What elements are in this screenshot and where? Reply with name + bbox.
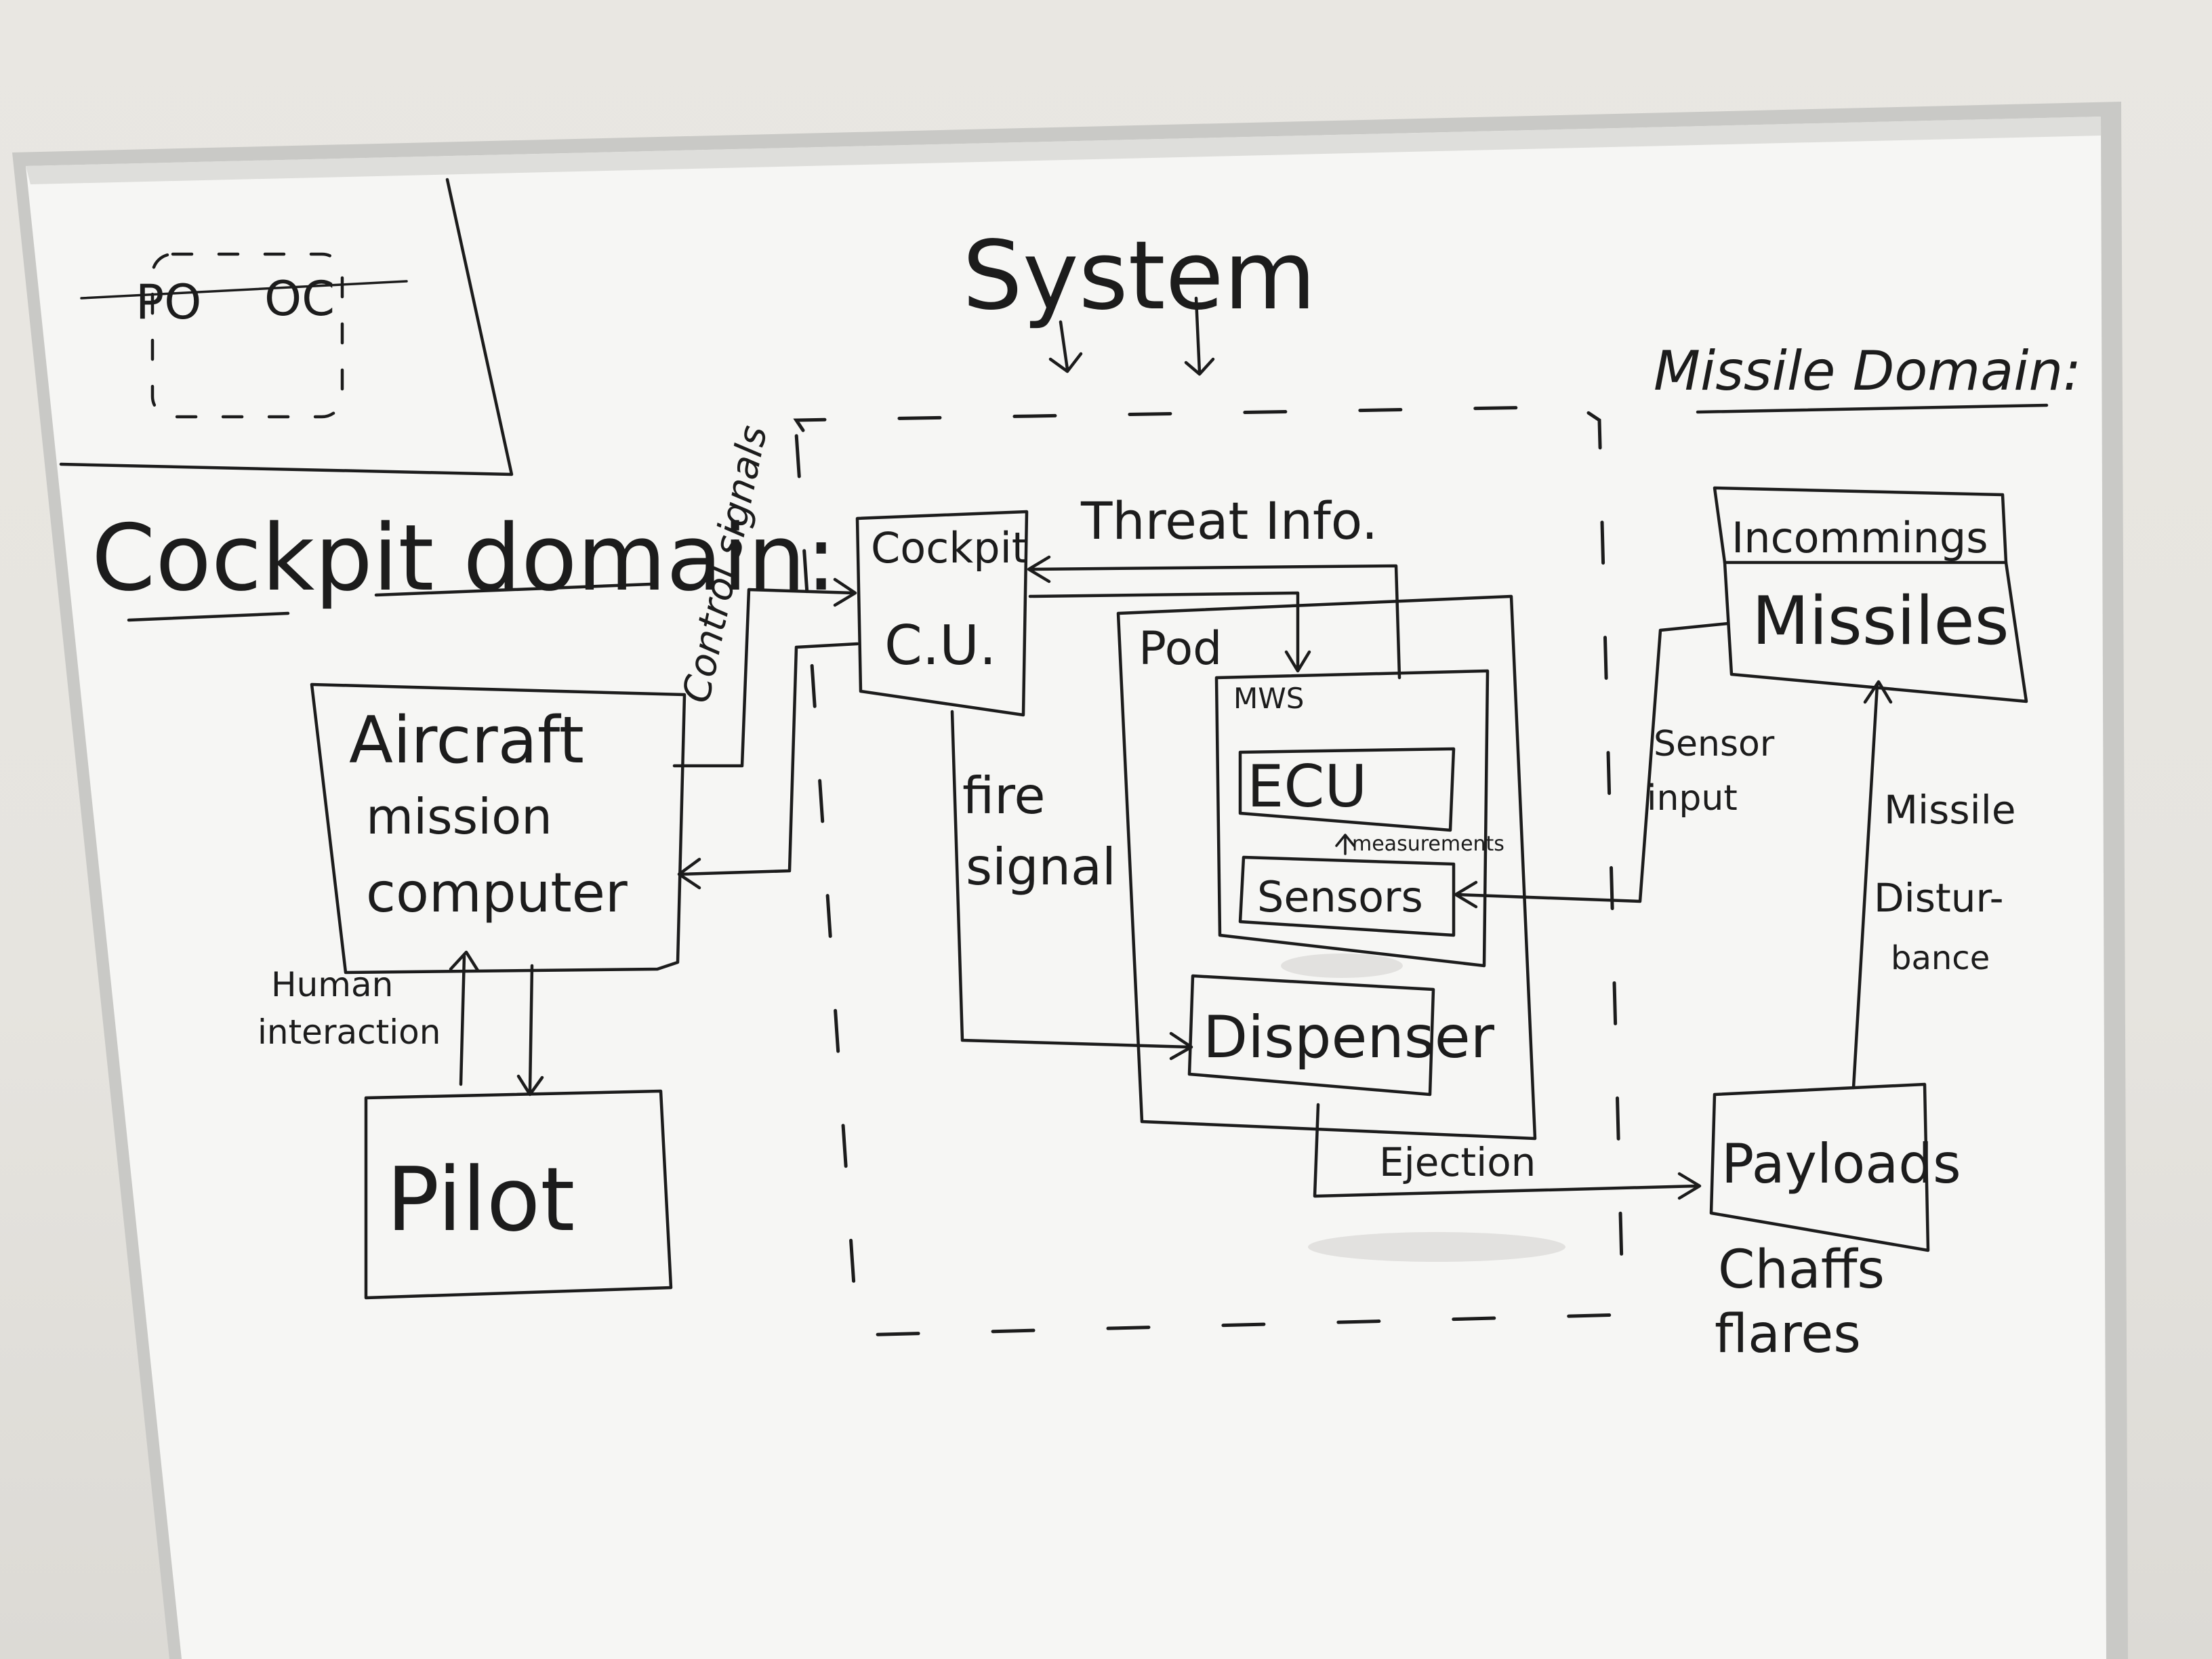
- smudge: [1308, 1232, 1565, 1262]
- sketch-label-po: PO: [136, 274, 201, 330]
- cockpit-cu-box: Cockpit C.U.: [855, 510, 1029, 717]
- system-boundary: [793, 405, 1625, 1337]
- aircraft-mission-computer-box: Aircraft mission computer: [310, 682, 687, 975]
- arrow-pilot-to-amc: [449, 950, 480, 1086]
- mws-box: MWS: [1214, 669, 1490, 968]
- missiles-label: Missiles: [1752, 583, 2009, 660]
- missile-disturbance-line-3: bance: [1891, 939, 1990, 977]
- sensor-input-line-1: Sensor: [1654, 724, 1775, 764]
- ecu-label: ECU: [1247, 753, 1367, 821]
- arrow-missile-disturbance: [1851, 680, 1893, 1090]
- dispenser-box: Dispenser: [1187, 974, 1495, 1097]
- amc-line-1: Aircraft: [349, 703, 584, 778]
- pilot-box: Pilot: [364, 1089, 673, 1300]
- fire-signal-line-2: signal: [966, 837, 1116, 897]
- pod-label: Pod: [1139, 622, 1222, 676]
- smudge: [1281, 954, 1403, 978]
- missiles-box: Incommings Missiles: [1713, 486, 2028, 703]
- amc-line-2: mission: [366, 788, 552, 845]
- cockpit-cu-line-1: Cockpit: [871, 523, 1028, 573]
- fire-signal-line-1: fire: [962, 766, 1046, 825]
- arrow-cockpit-cu-to-mws: [1028, 591, 1311, 673]
- whiteboard-frame: [12, 102, 2128, 1659]
- missile-domain-underline: [1696, 403, 2049, 414]
- threat-info-label: Threat Info.: [1080, 491, 1378, 551]
- measurements-label: measurements: [1352, 832, 1504, 856]
- sensors-box: Sensors: [1238, 855, 1456, 937]
- cockpit-domain-underline: [127, 582, 653, 622]
- cockpit-domain-label: Cockpit domain:: [91, 505, 836, 611]
- arrow-threat-info: [1027, 555, 1401, 680]
- payload-type-flares: flares: [1715, 1304, 1861, 1365]
- sensors-label: Sensors: [1257, 872, 1423, 922]
- corner-sketch: PO OC: [59, 178, 514, 476]
- cockpit-cu-line-2: C.U.: [884, 614, 996, 677]
- ecu-box: ECU: [1238, 747, 1456, 832]
- arrow-ejection: [1313, 1103, 1702, 1200]
- title-arrow-right: [1184, 296, 1215, 376]
- diagram-title: System: [962, 221, 1316, 331]
- sketch-label-oc: OC: [264, 271, 335, 327]
- arrow-sensor-input: [1454, 621, 1730, 909]
- missile-disturbance-line-1: Missile: [1884, 787, 2016, 833]
- payloads-box: Payloads: [1709, 1082, 1961, 1252]
- missile-domain-label: Missile Domain:: [1654, 340, 2081, 403]
- arrow-cockpit-cu-to-amc: [677, 642, 859, 890]
- arrow-amc-to-cockpit-cu: [672, 577, 857, 768]
- mws-label: MWS: [1233, 682, 1304, 715]
- human-interaction-line-2: interaction: [258, 1012, 441, 1052]
- title-arrow-left: [1048, 320, 1083, 373]
- arrow-measurements: [1335, 834, 1355, 855]
- pilot-label: Pilot: [386, 1148, 575, 1251]
- payload-type-chaffs: Chaffs: [1718, 1240, 1885, 1300]
- human-interaction-line-1: Human: [271, 965, 393, 1004]
- amc-line-3: computer: [366, 861, 628, 924]
- sensor-input-line-2: input: [1647, 778, 1738, 819]
- dispenser-label: Dispenser: [1203, 1004, 1495, 1071]
- payloads-label: Payloads: [1721, 1132, 1961, 1195]
- missile-disturbance-line-2: Distur-: [1874, 875, 2004, 921]
- pod-box: Pod: [1116, 594, 1537, 1141]
- arrow-fire-signal: [950, 710, 1193, 1061]
- ejection-label: Ejection: [1379, 1139, 1536, 1185]
- incoming-label: Incommings: [1732, 513, 1988, 562]
- arrow-amc-to-pilot: [516, 964, 544, 1097]
